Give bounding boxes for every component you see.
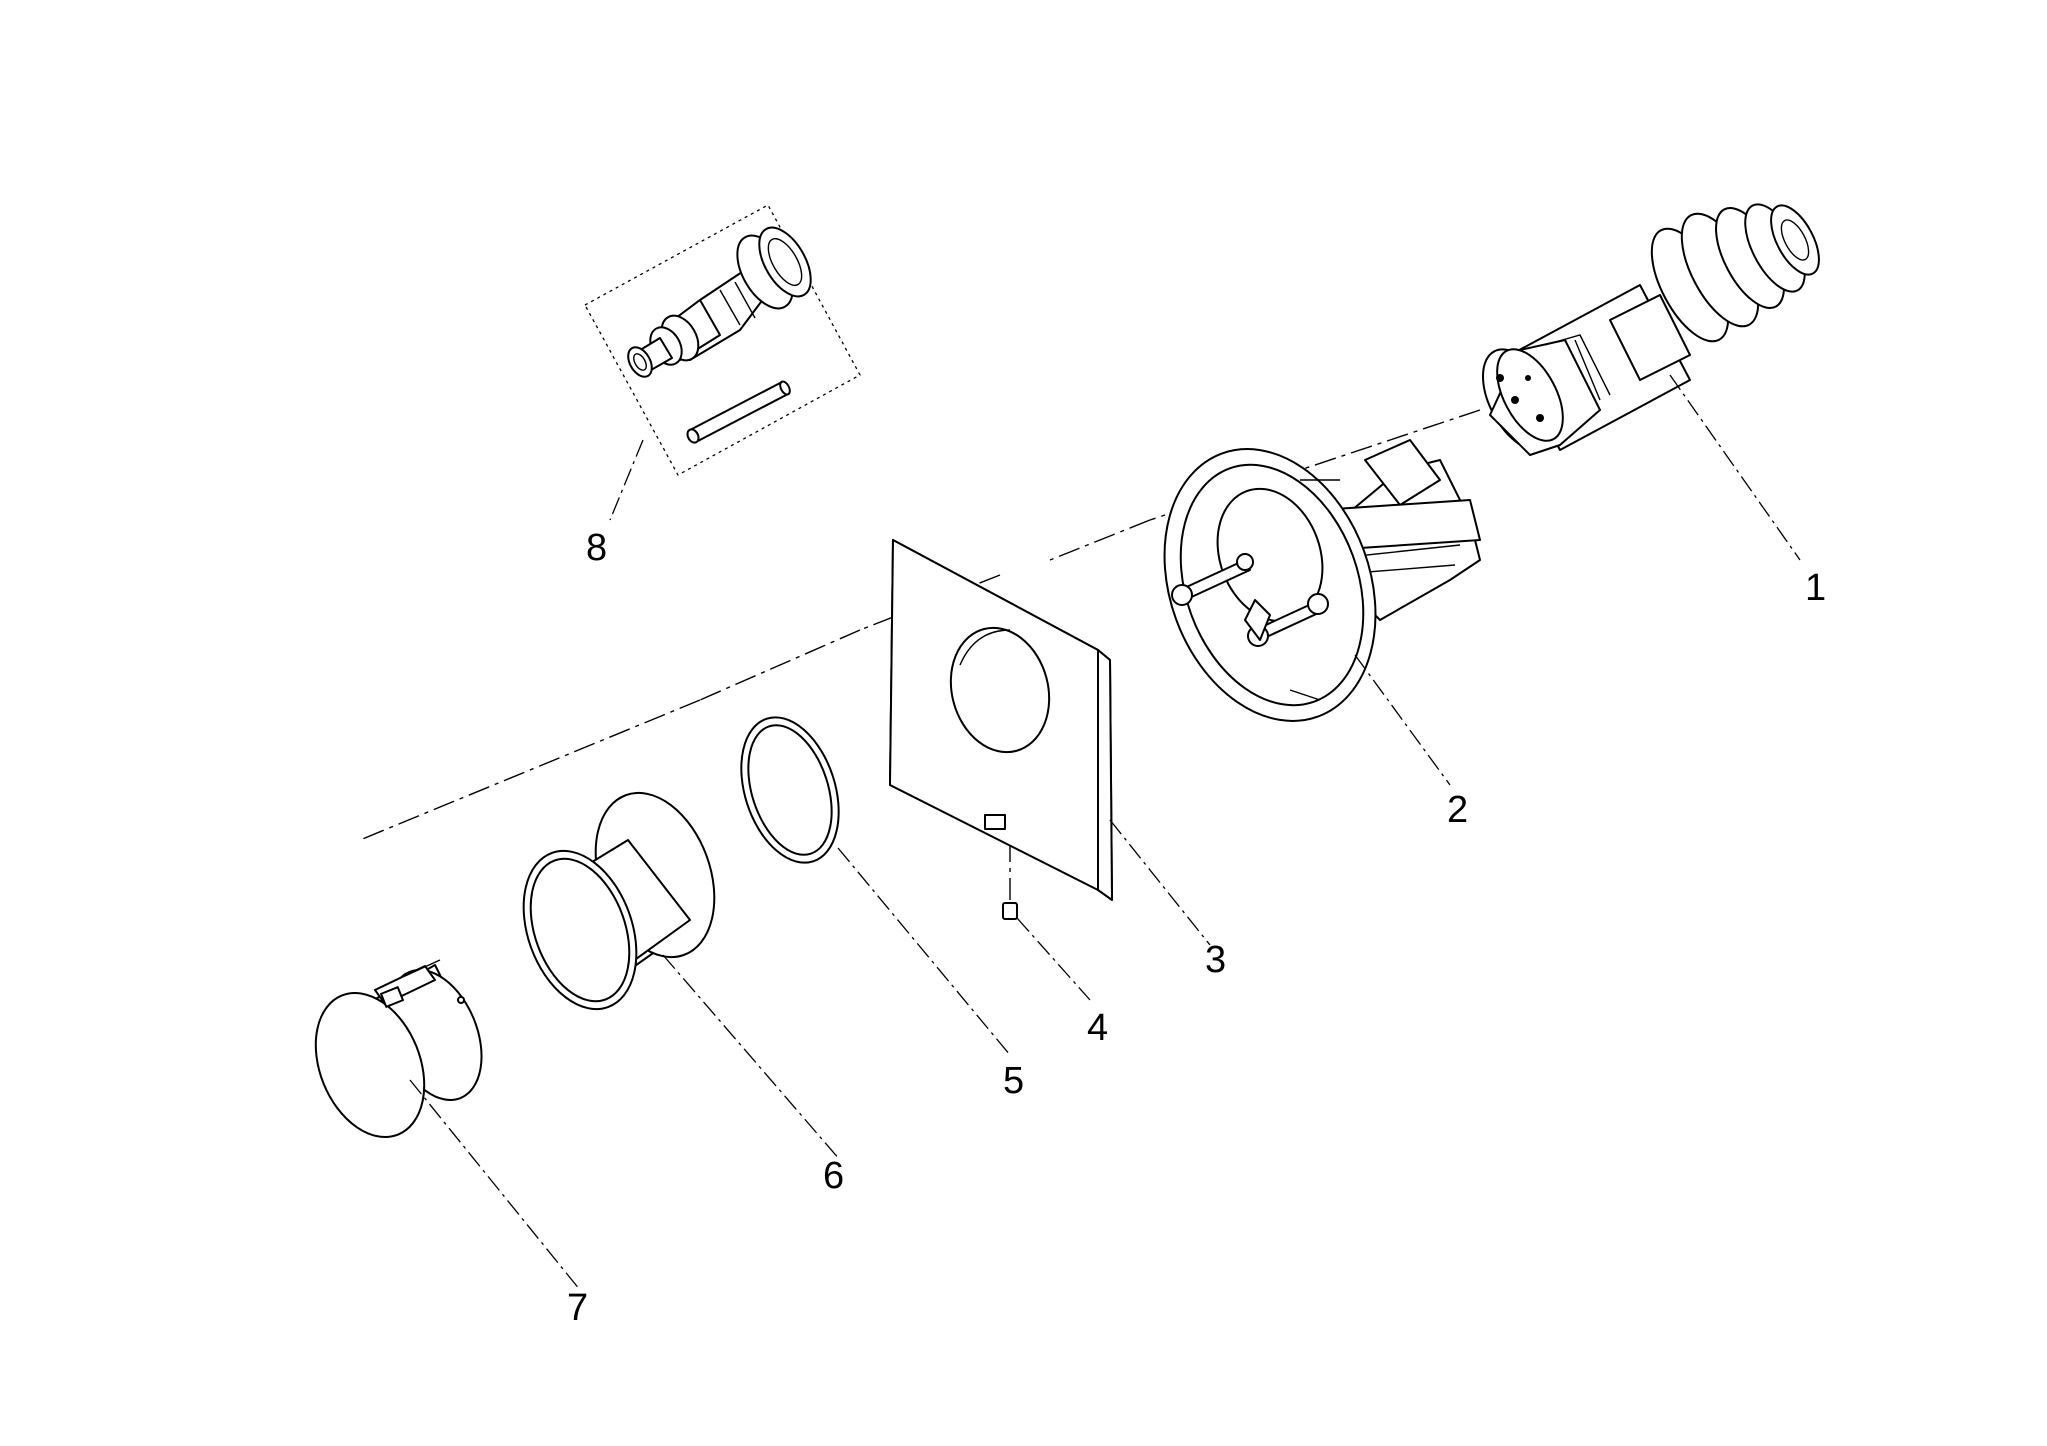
kit-cartridge	[627, 226, 812, 378]
kit-spindle-pin	[686, 380, 791, 444]
part-3-trim-plate	[889, 539, 1211, 946]
part-4-set-screw	[1002, 902, 1091, 1001]
leader-5	[837, 847, 1011, 1056]
callout-4: 4	[1087, 1007, 1108, 1049]
leader-3	[1109, 819, 1211, 946]
leader-2	[1354, 654, 1451, 786]
callout-2: 2	[1447, 789, 1468, 831]
part-7-handle	[314, 959, 581, 1291]
leader-8	[609, 439, 644, 521]
part-6-sleeve	[522, 791, 841, 1161]
assembly-axis	[359, 409, 1481, 841]
plate-screw-lower	[1244, 593, 1329, 647]
callout-1: 1	[1805, 567, 1826, 609]
part-2-mounting-plate	[1163, 439, 1481, 786]
trim-plate-hole	[949, 626, 1051, 754]
callout-5: 5	[1003, 1060, 1024, 1102]
part-1-cartridge	[1482, 203, 1820, 561]
plate-screw-upper	[1171, 553, 1254, 606]
part-8-cartridge-kit	[584, 204, 861, 521]
callout-6: 6	[823, 1155, 844, 1197]
kit-dotted-frame	[584, 204, 861, 476]
leader-6	[662, 954, 841, 1161]
leader-1	[1669, 374, 1801, 561]
callout-7: 7	[567, 1287, 588, 1329]
leader-7	[409, 1079, 581, 1291]
callout-3: 3	[1205, 939, 1226, 981]
callout-8: 8	[586, 527, 607, 569]
leader-4	[1016, 917, 1091, 1001]
part-5-o-ring	[740, 716, 1011, 1056]
trim-plate-logo	[984, 814, 1006, 830]
